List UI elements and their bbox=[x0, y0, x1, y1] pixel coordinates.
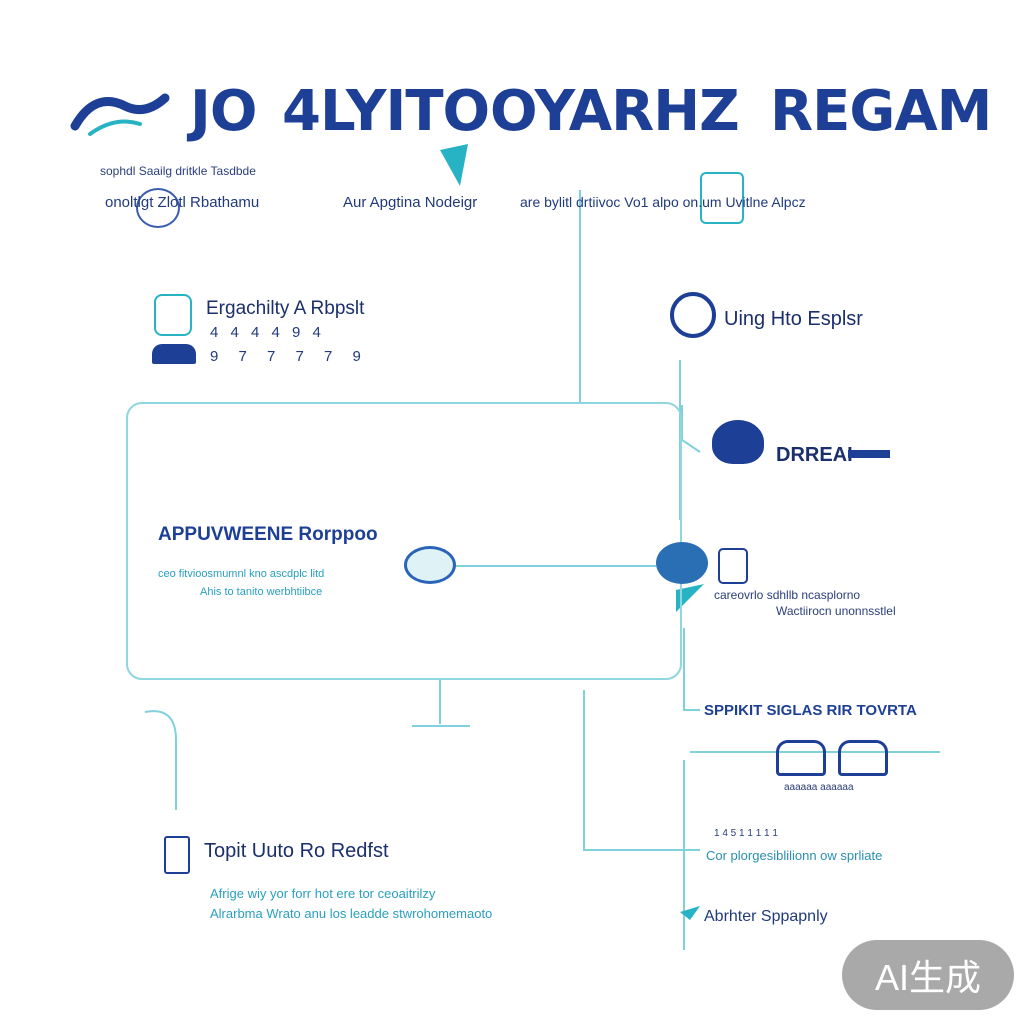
node-oval bbox=[404, 546, 456, 584]
right-mid-line1: careovrlo sdhllb ncasplorno bbox=[714, 588, 861, 602]
car-icon-1 bbox=[776, 740, 826, 776]
bottom-left-line1: Afrige wiy yor forr hot ere tor ceoaitri… bbox=[210, 886, 436, 901]
central-panel bbox=[126, 402, 682, 680]
car-icon bbox=[152, 344, 196, 364]
title-part-3: OYARHZ bbox=[490, 79, 740, 144]
panel-line2: Ahis to tanito werbhtiibce bbox=[200, 586, 323, 598]
left-block-row1: 4 4 4 4 9 4 bbox=[210, 324, 325, 341]
connector-panel-down bbox=[583, 690, 700, 851]
header-small-text: sophdl Saailg dritkle Tasdbde bbox=[100, 164, 256, 178]
arrow-head-top bbox=[440, 144, 468, 186]
connector-right-arrow-line bbox=[681, 405, 701, 453]
panel-line1: ceo fitvioosmumnl kno ascdplc litd bbox=[158, 568, 325, 580]
panel-title: APPUVWEENE Rorppoo bbox=[158, 524, 378, 545]
left-caption: onoltlgt Zlotl Rbathamu bbox=[105, 194, 260, 211]
car-caption: aaaaaa aaaaaa bbox=[784, 782, 854, 793]
right-top-item1: Uing Hto Esplsr bbox=[724, 308, 863, 330]
right-lower-label: SPPIKIT SIGLAS RIR TOVRTA bbox=[704, 702, 917, 719]
right-lower-note: Cor plorgesiblilionn ow sprliate bbox=[706, 848, 883, 863]
connector-under-panel bbox=[412, 680, 470, 727]
ai-generated-badge: AI生成 bbox=[842, 940, 1014, 1010]
right-caption: are bylitl drtiivoc Vo1 alpo on.um Uvitl… bbox=[520, 194, 806, 210]
clipboard-icon bbox=[154, 294, 192, 336]
connector-right-lower bbox=[683, 628, 700, 711]
right-top-item2: DRREAI bbox=[776, 444, 853, 466]
bottom-left-title: Topit Uuto Ro Redfst bbox=[204, 840, 389, 862]
right-mid-line2: Wactiirocn unonnsstlel bbox=[776, 604, 896, 618]
helmet-icon bbox=[712, 420, 764, 464]
phone-icon bbox=[718, 548, 748, 584]
document-small-icon bbox=[164, 836, 190, 874]
connector-left-hook bbox=[144, 710, 177, 810]
center-caption: Aur Apgtina Nodeigr bbox=[343, 194, 478, 211]
title-part-2: 4LYITO bbox=[282, 79, 490, 144]
brain-icon bbox=[656, 542, 708, 584]
circle-logo-icon bbox=[670, 292, 716, 338]
document-icon bbox=[700, 172, 744, 224]
left-block-row2: 9 7 7 7 7 9 bbox=[210, 348, 369, 365]
bar-mark bbox=[848, 450, 890, 458]
arrow-head-bottom bbox=[680, 906, 700, 920]
arrow-head-right bbox=[676, 584, 704, 612]
globe-icon bbox=[136, 188, 180, 228]
title-part-1: JO bbox=[190, 79, 257, 144]
title-part-4: REGAM bbox=[770, 79, 992, 144]
right-lower-note-title: 1 4 5 1 1 1 1 1 bbox=[714, 828, 778, 839]
diagram-title: JO 4LYITO OYARHZ REGAM bbox=[70, 76, 992, 156]
bottom-left-line2: Alrarbma Wrato anu los leadde stwrohomem… bbox=[210, 906, 493, 921]
right-lower-bottom: Abrhter Sppapnly bbox=[704, 908, 828, 925]
wave-logo-icon bbox=[70, 93, 170, 136]
car-icon-2 bbox=[838, 740, 888, 776]
left-block-title: Ergachilty A Rbpslt bbox=[206, 298, 365, 319]
